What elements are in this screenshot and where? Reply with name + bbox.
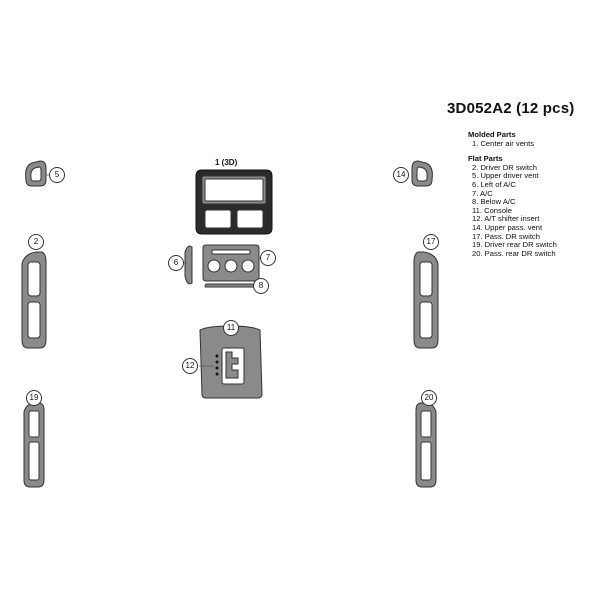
callout-11: 11	[223, 320, 239, 336]
part-2-driver-dr-switch	[21, 251, 47, 349]
legend-item: 17. Pass. DR switch	[472, 231, 540, 241]
flat-parts-heading: Flat Parts	[468, 154, 503, 164]
callout-5: 5	[49, 167, 65, 183]
legend-item: 5. Upper driver vent	[472, 171, 539, 181]
part-8-below-ac	[204, 283, 259, 288]
callout-17: 17	[423, 234, 439, 250]
part-7-ac	[202, 244, 260, 282]
part-6-left-of-ac	[184, 245, 193, 285]
callout-14: 14	[393, 167, 409, 183]
part-1-label: 1 (3D)	[215, 158, 238, 167]
callout-7: 7	[260, 250, 276, 266]
legend-item: 2. Driver DR switch	[472, 162, 537, 172]
parts-legend: Molded Parts 1. Center air vents Flat Pa…	[468, 130, 557, 258]
callout-19: 19	[26, 390, 42, 406]
part-kit-title: 3D052A2 (12 pcs)	[447, 100, 575, 117]
callout-8: 8	[253, 278, 269, 294]
part-12-at-shifter-insert	[215, 347, 245, 385]
legend-item: 11. Console	[472, 205, 512, 215]
legend-item: 1. Center air vents	[472, 138, 535, 148]
legend-item: 14. Upper pass. vent	[472, 222, 543, 232]
callout-6: 6	[168, 255, 184, 271]
callout-20: 20	[421, 390, 437, 406]
part-5-upper-driver-vent	[25, 160, 47, 187]
molded-parts-heading: Molded Parts	[468, 130, 516, 139]
callout-2: 2	[28, 234, 44, 250]
part-1-center-air-vents	[195, 169, 273, 235]
legend-item: 6. Left of A/C	[472, 179, 516, 189]
legend-item: 12. A/T shifter insert	[472, 214, 540, 224]
legend-item: 7. A/C	[472, 188, 493, 198]
part-14-upper-pass-vent	[411, 160, 433, 187]
legend-item: 20. Pass. rear DR switch	[472, 248, 556, 258]
part-17-pass-dr-switch	[413, 251, 439, 349]
part-20-pass-rear-dr-switch	[415, 402, 437, 488]
callout-12: 12	[182, 358, 198, 374]
part-19-driver-rear-dr-switch	[23, 402, 45, 488]
legend-item: 19. Driver rear DR switch	[472, 240, 557, 250]
legend-item: 8. Below A/C	[472, 197, 516, 207]
